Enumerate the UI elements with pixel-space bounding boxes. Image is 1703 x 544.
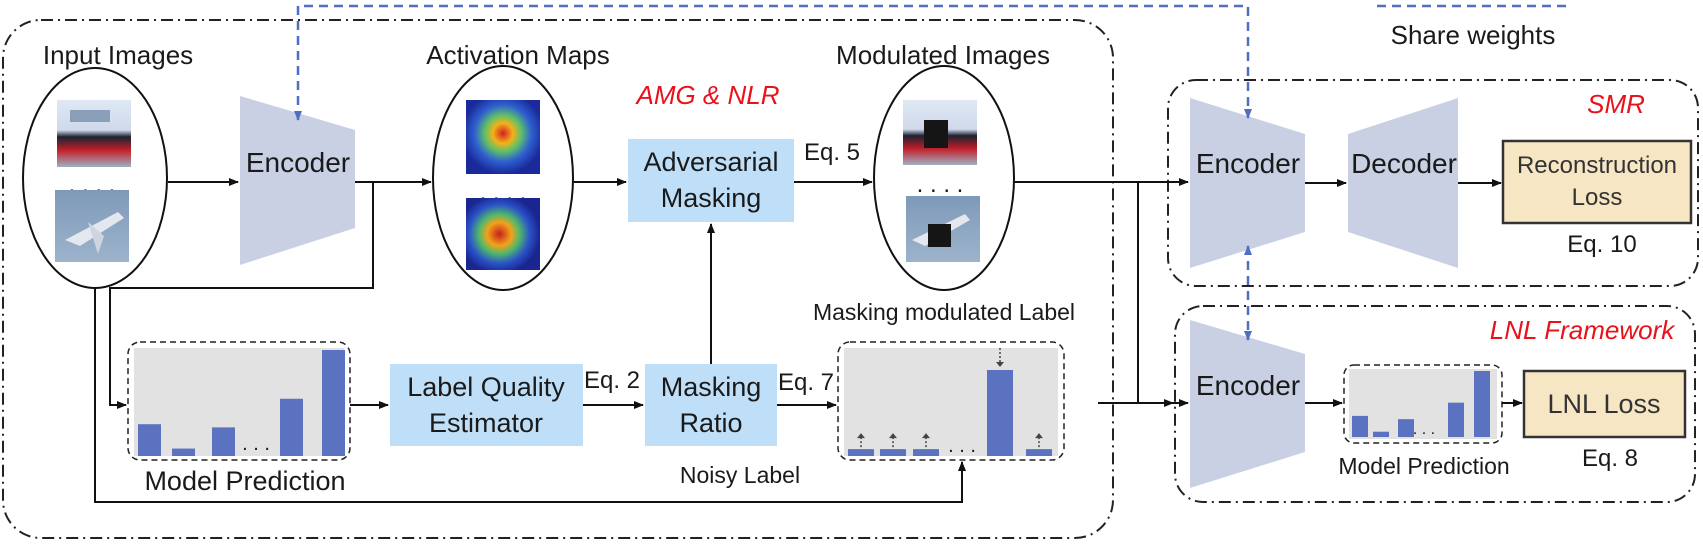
left-bar-dots: . . . — [242, 433, 270, 455]
right-model-prediction-label: Model Prediction — [1338, 453, 1509, 479]
arrow-input-to-noisy-label — [94, 288, 966, 503]
noisy-label-frame — [837, 341, 1065, 461]
adversarial-masking-text-2: Masking — [661, 183, 762, 213]
eq7-label: Eq. 7 — [778, 369, 834, 396]
right-prediction-bars — [1352, 371, 1490, 437]
masking-ratio-text-2: Ratio — [679, 408, 742, 438]
masking-ratio-text-1: Masking — [661, 372, 762, 402]
noisy-bars-arrowhead-4 — [1035, 433, 1043, 439]
lnl-container — [1174, 305, 1696, 503]
noisy-label-panel — [844, 348, 1058, 456]
right-prediction-panel — [1349, 369, 1497, 439]
noisy-bars-arrowhead-1 — [889, 433, 897, 439]
lnl-loss-box — [1522, 369, 1687, 439]
modulated-images-label: Modulated Images — [836, 40, 1050, 70]
noisy-label-text: Noisy Label — [680, 462, 800, 488]
share-weights-arrows — [294, 4, 1252, 341]
share-weights-label: Share weights — [1391, 20, 1556, 50]
label-quality-estimator-box — [390, 364, 583, 446]
right-bar-dots: . . . — [1413, 421, 1435, 438]
right-bars-bar-0 — [1352, 415, 1368, 437]
modulated-dots: . . . . — [917, 171, 964, 198]
amg-nlr-label: AMG & NLR — [634, 80, 779, 110]
noisy-label-bars — [848, 348, 1052, 456]
label-quality-text-2: Estimator — [429, 408, 543, 438]
noisy-bars-arrowhead-3 — [996, 362, 1004, 367]
input-images-label: Input Images — [43, 40, 193, 70]
reconstruction-loss-box — [1501, 139, 1693, 225]
noisy-bars-arrowhead-2 — [922, 433, 930, 439]
left-bars-bar-4 — [322, 350, 345, 456]
left-bars-bar-3 — [280, 398, 303, 456]
left-bars-bar-1 — [172, 448, 195, 456]
activation-maps-label: Activation Maps — [426, 40, 610, 70]
smr-encoder-label: Encoder — [1196, 148, 1300, 179]
main-encoder-block — [240, 96, 355, 265]
noisy-bars-bar-4 — [1026, 449, 1052, 456]
reconstruction-loss-text-2: Loss — [1572, 184, 1623, 211]
activation-map-ship — [466, 100, 540, 174]
smr-label: SMR — [1587, 89, 1645, 119]
activation-map-jet — [466, 198, 540, 270]
left-bars-bar-2 — [212, 427, 235, 456]
noisy-bars-bar-0 — [848, 449, 874, 456]
modulated-ship-image — [903, 100, 977, 165]
noisy-bars-bar-2 — [913, 449, 939, 456]
right-bars-bar-1 — [1373, 431, 1389, 437]
noisy-bar-dots: . . . — [948, 435, 976, 457]
eq5-label: Eq. 5 — [804, 139, 860, 166]
left-bars-bar-0 — [138, 424, 161, 456]
adversarial-masking-box — [628, 139, 794, 222]
amg-nlr-container — [2, 19, 1114, 539]
right-bars-bar-3 — [1448, 402, 1464, 437]
decoder-block — [1348, 98, 1458, 268]
right-bars-bar-2 — [1398, 419, 1414, 437]
lnl-encoder-block — [1190, 320, 1305, 488]
lnl-framework-label: LNL Framework — [1490, 315, 1676, 345]
lnl-loss-text: LNL Loss — [1547, 389, 1660, 419]
flow-arrows — [94, 178, 1523, 503]
masking-ratio-box — [645, 364, 777, 446]
reconstruction-loss-text-1: Reconstruction — [1517, 152, 1677, 179]
eq10-label: Eq. 10 — [1567, 231, 1636, 258]
noisy-bars-bar-1 — [880, 449, 906, 456]
masking-modulated-label-text: Masking modulated Label — [813, 299, 1075, 325]
left-prediction-frame — [127, 341, 351, 461]
decoder-label: Decoder — [1351, 148, 1457, 179]
left-prediction-panel — [134, 348, 344, 456]
modulated-jet-image — [906, 196, 980, 262]
modulated-images-ellipse — [873, 65, 1015, 291]
right-bars-bar-4 — [1474, 371, 1490, 437]
lnl-encoder-label: Encoder — [1196, 370, 1300, 401]
share-weights-top-link — [294, 4, 1252, 121]
adversarial-masking-text-1: Adversarial — [643, 147, 778, 177]
label-quality-text-1: Label Quality — [407, 372, 565, 402]
noisy-bars-arrowhead-0 — [857, 433, 865, 439]
smr-encoder-block — [1190, 98, 1305, 268]
main-encoder-label: Encoder — [246, 147, 350, 178]
left-prediction-bars — [138, 350, 345, 456]
left-model-prediction-label: Model Prediction — [144, 466, 345, 496]
activation-maps-ellipse — [432, 65, 574, 291]
eq2-label: Eq. 2 — [584, 367, 640, 394]
noisy-bars-bar-3 — [987, 370, 1013, 456]
eq8-label: Eq. 8 — [1582, 445, 1638, 472]
jet-image — [55, 190, 129, 262]
arrow-encoder-to-prediction — [109, 182, 374, 409]
ship-image — [57, 100, 131, 167]
